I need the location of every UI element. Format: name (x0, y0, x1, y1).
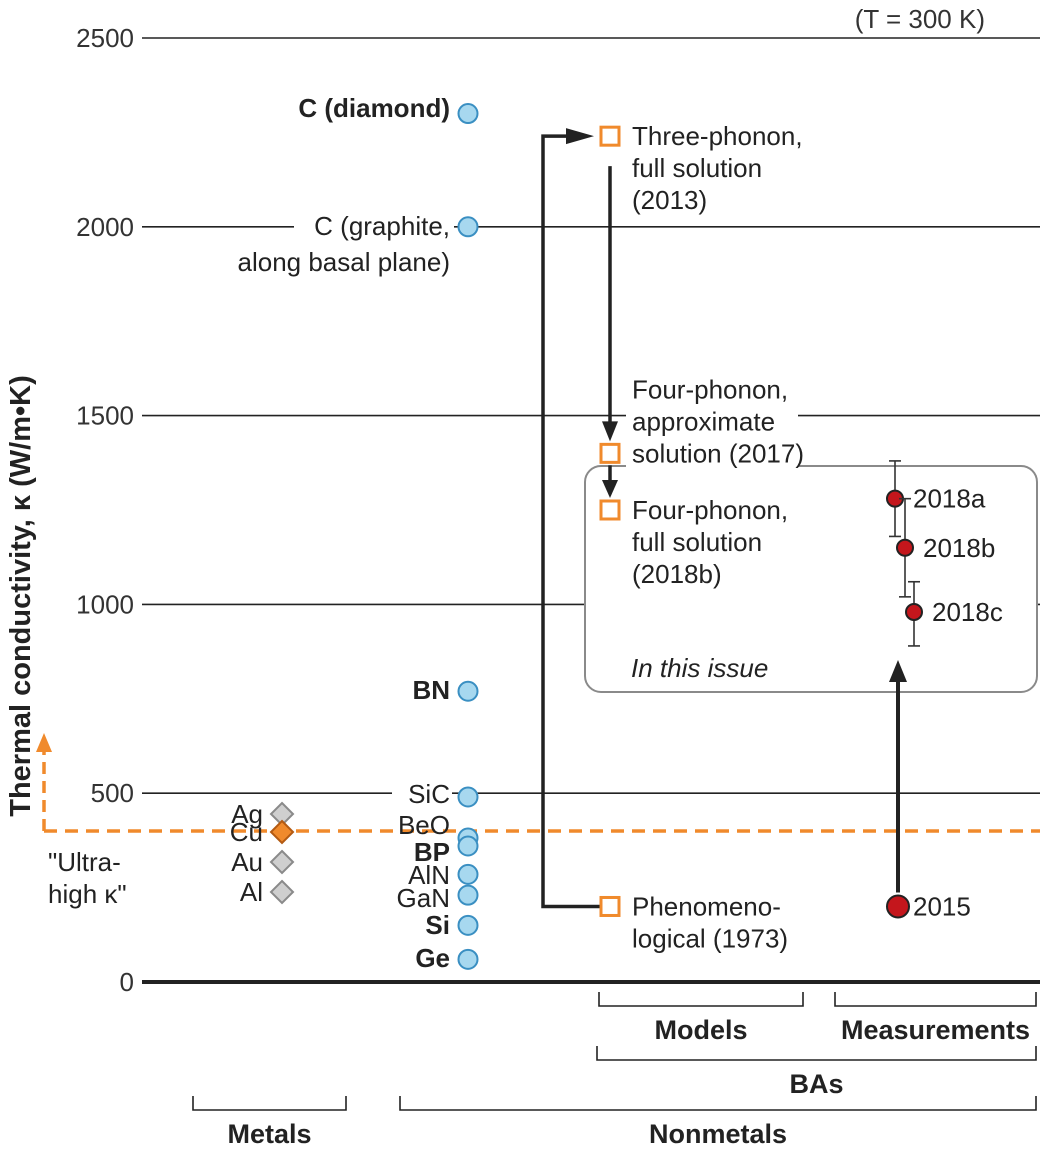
model-label: Three-phonon, (632, 121, 803, 151)
nonmetal-label: C (diamond) (298, 93, 450, 123)
arrowhead (889, 660, 907, 682)
nonmetal-label: AlN (408, 860, 450, 890)
nonmetal-label: BeO (398, 810, 450, 840)
highlight-box (584, 465, 1038, 693)
metal-point (269, 849, 295, 875)
arrow-1973-to-2013 (541, 134, 600, 909)
measurements-label: Measurements (841, 1015, 1030, 1045)
measurements-series: 2015 2018a 2018b 2018c (886, 460, 1003, 921)
nonmetal-point (457, 863, 479, 885)
nonmetal-point (457, 948, 479, 970)
nonmetal-point (457, 103, 479, 125)
model-label: (2013) (632, 185, 707, 215)
label-bg (392, 779, 452, 811)
measurements-bracket (834, 992, 1037, 1007)
y-tick-labels: 0 500 1000 1500 2000 2500 (76, 23, 134, 997)
model-label: approximate (632, 406, 775, 436)
nonmetal-label: SiC (408, 779, 450, 809)
model-progression-arrows (541, 128, 907, 909)
label-bg (626, 374, 798, 477)
nonmetal-label: C (graphite, (314, 211, 450, 241)
y-axis-label: Thermal conductivity, κ (W/m•K) (5, 375, 37, 817)
label-bg (294, 202, 454, 237)
temperature-annotation: (T = 300 K) (855, 4, 985, 34)
nonmetals-bracket (399, 1096, 1037, 1111)
arrowhead (602, 421, 618, 442)
models-series: Three-phonon,full solution(2013)Four-pho… (599, 121, 804, 953)
ultra-high-label: "Ultra- (48, 847, 121, 877)
model-point (599, 895, 621, 917)
metal-point (269, 879, 295, 905)
nonmetal-point (457, 914, 479, 936)
nonmetal-label: along basal plane) (238, 247, 451, 277)
models-bracket (598, 992, 804, 1007)
metal-label: Cu (230, 817, 263, 847)
model-label: solution (2017) (632, 438, 804, 468)
model-label: logical (1973) (632, 923, 788, 953)
grid-lines (142, 37, 1040, 984)
model-label: full solution (632, 153, 762, 183)
nonmetal-point (457, 835, 479, 857)
nonmetal-label: GaN (397, 883, 450, 913)
bas-label: BAs (789, 1069, 843, 1099)
metal-point (269, 819, 295, 845)
bas-bracket (596, 1046, 1037, 1061)
ultra-high-arrowhead (36, 733, 52, 752)
y-tick-label: 500 (91, 778, 134, 808)
ultra-high-label: high κ" (48, 879, 127, 909)
nonmetal-point (457, 216, 479, 238)
measurement-point (905, 602, 923, 621)
model-label: full solution (632, 527, 762, 557)
models-label: Models (654, 1015, 747, 1045)
in-this-issue-box: In this issue (584, 465, 1038, 693)
metals-label: Metals (227, 1119, 311, 1149)
nonmetal-label: BP (414, 837, 450, 867)
model-label: Phenomeno- (632, 891, 781, 921)
metal-label: Au (231, 847, 263, 877)
model-point (599, 442, 621, 464)
measurement-point (896, 538, 914, 557)
nonmetal-point (457, 786, 479, 808)
nonmetal-point (457, 884, 479, 906)
y-tick-label: 1500 (76, 401, 134, 431)
model-label: Four-phonon, (632, 374, 788, 404)
model-point (599, 499, 621, 521)
y-tick-label: 1000 (76, 589, 134, 619)
arrowhead (566, 128, 594, 145)
model-label: Four-phonon, (632, 495, 788, 525)
y-tick-label: 2500 (76, 23, 134, 53)
model-point (599, 125, 621, 147)
nonmetals-series: C (diamond) C (graphite, along basal plane… (238, 93, 479, 973)
nonmetal-label: Ge (415, 943, 450, 973)
y-tick-label: 2000 (76, 212, 134, 242)
ultra-high-k-threshold: "Ultra-high κ" (36, 733, 1040, 909)
y-tick-label: 0 (120, 967, 134, 997)
nonmetal-label: BN (412, 675, 450, 705)
arrowhead (602, 480, 618, 498)
measurement-label: 2018a (913, 484, 986, 514)
measurement-label: 2018c (932, 597, 1003, 627)
measurement-label: 2015 (913, 891, 971, 921)
metal-label: Ag (231, 799, 263, 829)
metals-bracket (192, 1096, 347, 1111)
highlight-box-label: In this issue (631, 653, 768, 683)
nonmetals-label: Nonmetals (649, 1119, 787, 1149)
measurement-point (886, 894, 910, 919)
model-label: (2018b) (632, 559, 722, 589)
metal-label: Al (240, 877, 263, 907)
nonmetal-label: Si (425, 910, 450, 940)
measurement-label: 2018b (923, 533, 995, 563)
nonmetal-point (457, 680, 479, 702)
